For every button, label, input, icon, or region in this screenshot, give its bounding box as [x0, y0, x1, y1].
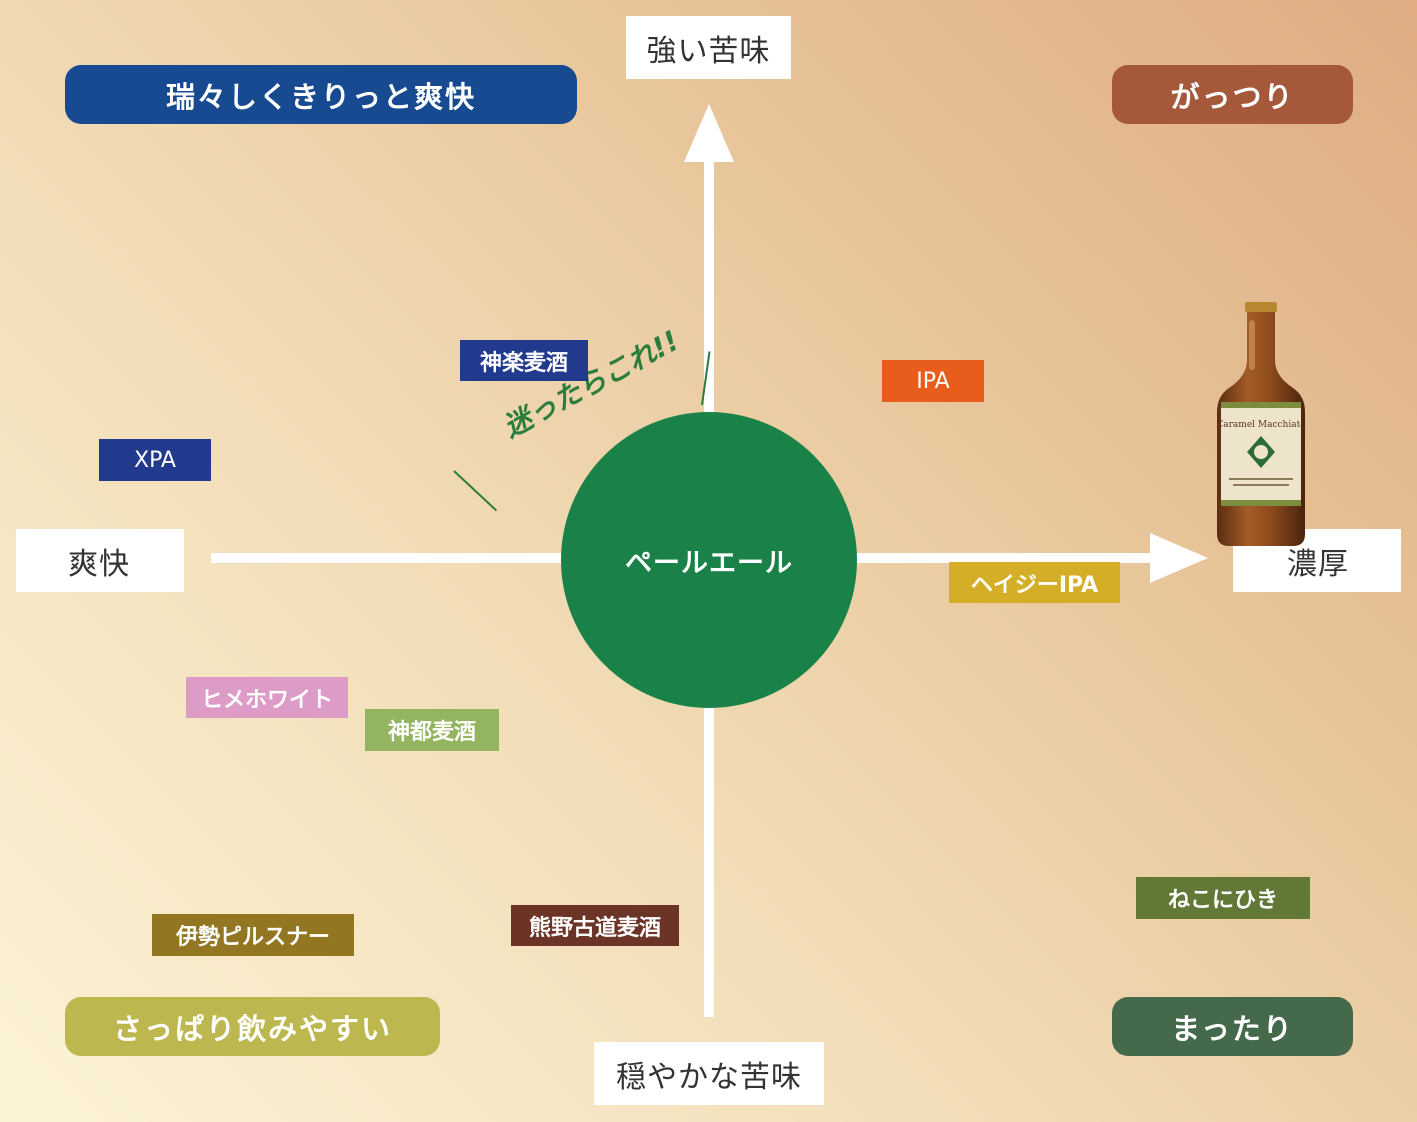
beer-tag-hime-white: ヒメホワイト: [186, 677, 348, 718]
callout-mark-left: [453, 470, 498, 512]
quadrant-top-right: がっつり: [1112, 65, 1353, 124]
quadrant-bottom-left: さっぱり飲みやすい: [65, 997, 440, 1056]
arrow-right-icon: [1150, 533, 1208, 583]
arrow-up-icon: [684, 104, 734, 162]
beer-tag-kumano-kodo: 熊野古道麦酒: [511, 905, 679, 946]
beer-tag-shinto: 神都麦酒: [365, 709, 499, 751]
center-style-pale-ale: ペールエール: [561, 412, 857, 708]
beer-tag-ise-pilsner: 伊勢ピルスナー: [152, 914, 354, 956]
beer-bottle-icon: Caramel Macchiato: [1216, 302, 1306, 546]
axis-label-bottom: 穏やかな苦味: [594, 1042, 824, 1105]
axis-label-top: 強い苦味: [626, 16, 791, 79]
beer-tag-neko-nihiki: ねこにひき: [1136, 877, 1310, 919]
axis-label-left: 爽快: [16, 529, 184, 592]
beer-tag-ipa: IPA: [882, 360, 984, 402]
quadrant-bottom-right: まったり: [1112, 997, 1353, 1056]
bottle-label-text: Caramel Macchiato: [1216, 420, 1305, 430]
quadrant-top-left: 瑞々しくきりっと爽快: [65, 65, 577, 124]
beer-tag-hazy-ipa: ヘイジーIPA: [949, 562, 1120, 603]
beer-tag-kagura: 神楽麦酒: [460, 340, 588, 381]
beer-tag-xpa: XPA: [99, 439, 211, 481]
